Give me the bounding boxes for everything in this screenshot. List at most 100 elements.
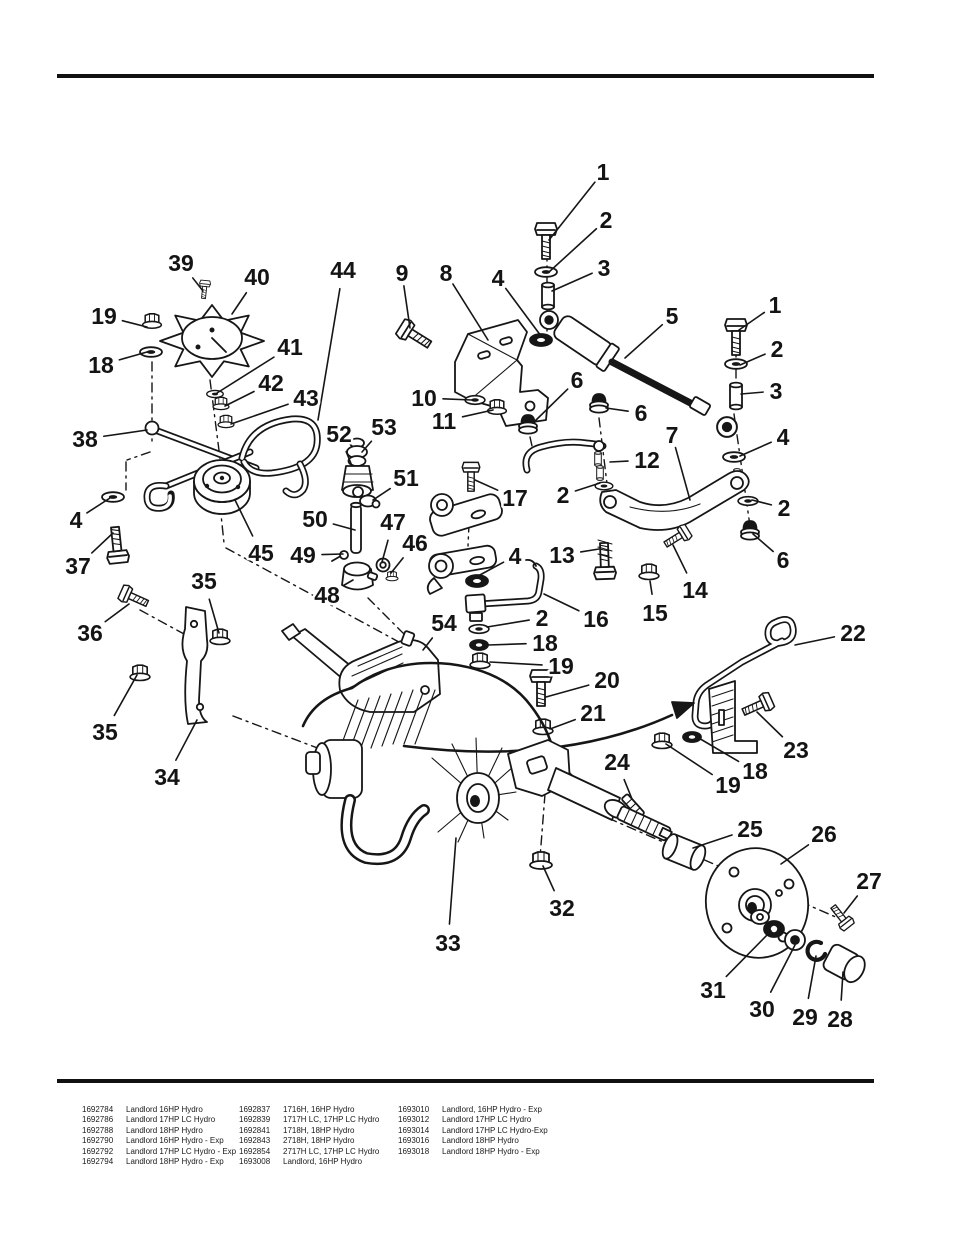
leader-line	[574, 482, 601, 492]
shoulder-bolt	[592, 539, 618, 581]
leader-line	[549, 718, 576, 730]
callout-number: 48	[314, 582, 340, 608]
bottom-rule	[57, 1079, 874, 1083]
callout-number: 51	[393, 465, 419, 491]
diagram-shape	[499, 336, 513, 346]
support-bracket	[181, 606, 209, 725]
callout-number: 1	[769, 292, 782, 318]
diagram-shape	[342, 796, 428, 863]
leader-line	[843, 895, 859, 914]
diagram-shape	[366, 571, 379, 581]
leader-line	[345, 450, 353, 467]
diagram-shape	[524, 400, 536, 412]
part-number: 1693016	[398, 1136, 430, 1146]
part-description: Landlord 18HP Hydro	[126, 1125, 203, 1135]
part-description: Landlord 16HP Hydro - Exp	[126, 1136, 224, 1146]
diagram-shape	[599, 470, 750, 531]
diagram-shape	[204, 483, 210, 489]
leader-line	[486, 619, 530, 628]
diagram-shape	[469, 555, 485, 566]
leader-line	[86, 497, 111, 514]
axle-bushing	[661, 833, 707, 871]
diagram-shape	[470, 795, 480, 807]
diagram-shape	[343, 473, 374, 483]
diagram-shape	[756, 913, 764, 921]
damper	[539, 310, 738, 438]
callout-number: 45	[248, 540, 274, 566]
part-description: Landlord 18HP Hydro	[442, 1136, 519, 1146]
leader-line	[740, 391, 764, 395]
callout-number: 19	[548, 653, 574, 679]
leader-line	[208, 598, 220, 634]
callout-number: 19	[91, 303, 117, 329]
leader-line	[234, 499, 254, 537]
part-number: 1693008	[239, 1157, 271, 1167]
leader-line	[545, 684, 590, 698]
diagram-shape	[464, 593, 487, 614]
leader-line	[739, 441, 772, 457]
part-number: 1693012	[398, 1115, 430, 1125]
callout-number: 37	[65, 553, 91, 579]
diagram-shape	[339, 550, 349, 560]
part-description: Landlord 17HP LC Hydro-Exp	[442, 1125, 548, 1135]
callout-number: 38	[72, 426, 98, 452]
assembly-dash-line	[539, 793, 546, 859]
assembly-dash-line	[598, 417, 609, 493]
callout-number: 21	[580, 700, 606, 726]
diagram-shape	[343, 561, 371, 577]
callout-number: 29	[792, 1004, 818, 1030]
part-number: 1693018	[398, 1146, 430, 1156]
diagram-shape	[728, 866, 740, 878]
diagram-shape	[547, 767, 621, 821]
diagram-shape	[240, 417, 320, 476]
diagram-shape	[219, 475, 225, 481]
diagram-shape	[426, 577, 443, 595]
callout-number: 43	[293, 385, 319, 411]
diagram-shape	[775, 889, 783, 897]
diagram-shape	[597, 539, 613, 559]
diagram-shape	[436, 499, 448, 511]
part-description: Landlord 16HP Hydro	[126, 1105, 203, 1114]
leader-line	[103, 429, 148, 438]
diagram-shape	[689, 396, 711, 416]
part-number: 1693014	[398, 1125, 430, 1135]
part-description: 1717H LC, 17HP LC Hydro	[283, 1115, 380, 1125]
leader-line	[372, 487, 391, 501]
callout-number: 54	[431, 610, 457, 636]
part-number: 1692786	[82, 1115, 114, 1125]
diagram-shape	[526, 755, 548, 775]
leader-line	[230, 403, 289, 425]
rubber-grommet	[465, 574, 489, 588]
part-description: 2717H LC, 17HP LC Hydro	[283, 1146, 380, 1156]
nut	[638, 563, 660, 581]
leader-line	[487, 642, 527, 646]
diagram-shape	[730, 476, 744, 490]
flange-nut	[469, 652, 491, 670]
callout-number: 4	[777, 424, 790, 450]
leader-line	[609, 460, 629, 463]
callout-number: 26	[811, 821, 837, 847]
diagram-shape	[593, 440, 605, 452]
callout-number: 10	[411, 385, 437, 411]
callout-number: 30	[749, 996, 775, 1022]
part-number: 1692792	[82, 1146, 114, 1156]
callout-number: 42	[258, 370, 284, 396]
callout-number: 49	[290, 542, 316, 568]
callout-number: 33	[435, 930, 461, 956]
callout-number: 2	[600, 207, 613, 233]
callout-number: 11	[432, 408, 457, 434]
diagram-shape	[477, 350, 491, 360]
leader-line	[725, 930, 772, 978]
washer	[468, 623, 490, 635]
callout-number: 28	[827, 1006, 853, 1032]
diagram-shape	[429, 493, 503, 537]
diagram-shape	[718, 709, 725, 726]
callout-number: 7	[666, 422, 679, 448]
part-number: 1692784	[82, 1105, 114, 1114]
